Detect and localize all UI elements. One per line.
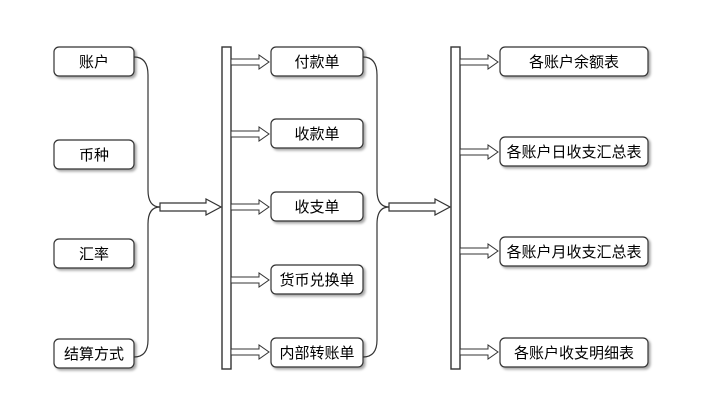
document-label: 收支单 [294,198,339,216]
document-arrow [230,272,270,288]
report-label: 各账户收支明细表 [514,344,634,362]
input-node: 币种 [53,139,135,170]
report-node: 各账户日收支汇总表 [499,136,649,167]
input-node: 汇率 [53,238,135,269]
document-label: 收款单 [294,125,339,143]
document-label: 内部转账单 [279,344,354,362]
document-arrow [230,199,270,215]
document-arrow [230,126,270,142]
report-arrow [459,344,499,360]
input-label: 结算方式 [64,345,124,363]
report-arrow [459,54,499,70]
input-brace [133,56,161,358]
document-arrow [230,54,270,70]
input-node: 结算方式 [53,338,135,369]
input-label: 汇率 [79,245,109,263]
document-brace [362,56,390,358]
document-arrow [230,344,270,360]
document-label: 付款单 [294,53,339,71]
distribution-bar [221,46,232,370]
report-arrow [459,243,499,259]
report-node: 各账户收支明细表 [499,337,649,368]
document-node: 内部转账单 [270,337,364,368]
document-node: 付款单 [270,46,364,77]
merge-arrow [388,198,452,216]
document-node: 收支单 [270,191,364,222]
report-arrow [459,144,499,160]
report-node: 各账户余额表 [499,46,649,77]
document-label: 货币兑换单 [279,271,354,289]
input-label: 账户 [79,53,109,71]
report-label: 各账户日收支汇总表 [506,143,641,161]
report-label: 各账户余额表 [529,53,619,71]
report-bar [450,46,461,370]
merge-arrow [159,198,223,216]
document-node: 货币兑换单 [270,264,364,295]
report-node: 各账户月收支汇总表 [499,236,649,267]
input-label: 币种 [79,146,109,164]
input-node: 账户 [53,46,135,77]
report-label: 各账户月收支汇总表 [506,243,641,261]
document-node: 收款单 [270,118,364,149]
